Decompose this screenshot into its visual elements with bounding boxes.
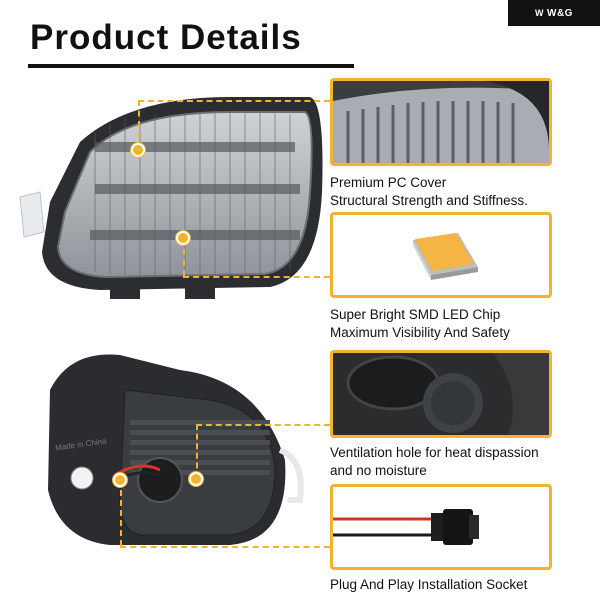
- guide-line-3-vertical: [196, 424, 198, 478]
- feature-3-title: Ventilation hole for heat dispassion: [330, 445, 539, 460]
- feature-1-title: Premium PC Cover: [330, 175, 447, 190]
- guide-line-2: [183, 276, 330, 278]
- guide-line-1: [138, 100, 330, 102]
- brand-name: W&G: [547, 7, 573, 19]
- title-underline: [28, 64, 354, 68]
- feature-caption-1: Premium PC Cover Structural Strength and…: [330, 174, 528, 210]
- feature-4-title: Plug And Play Installation Socket: [330, 577, 528, 592]
- smd-led-chip-icon: [413, 233, 478, 280]
- feature-panel-ventilation: [330, 350, 552, 438]
- guide-line-1-vertical: [138, 100, 140, 148]
- brand-logo-icon: W: [535, 8, 545, 18]
- feature-2-title: Super Bright SMD LED Chip: [330, 307, 501, 322]
- connector-cable-image: [333, 509, 479, 545]
- feature-2-subtitle: Maximum Visibility And Safety: [330, 325, 510, 340]
- mirror-light-lens-image: [19, 97, 323, 299]
- page-title: Product Details: [30, 18, 302, 57]
- brand-badge: W W&G: [508, 0, 600, 26]
- marker-dot-3: [189, 472, 203, 486]
- pc-cover-closeup-image: [333, 81, 549, 163]
- marker-dot-4: [113, 473, 127, 487]
- feature-3-subtitle: and no moisture: [330, 463, 427, 478]
- guide-line-4: [120, 546, 330, 548]
- marker-dot-1: [131, 143, 145, 157]
- feature-caption-2: Super Bright SMD LED Chip Maximum Visibi…: [330, 306, 510, 342]
- feature-panel-socket: [330, 484, 552, 570]
- marker-dot-2: [176, 231, 190, 245]
- feature-caption-4: Plug And Play Installation Socket: [330, 576, 527, 594]
- guide-line-3: [196, 424, 330, 426]
- ventilation-closeup-image: [333, 353, 549, 435]
- feature-caption-3: Ventilation hole for heat dispassion and…: [330, 444, 539, 480]
- feature-1-subtitle: Structural Strength and Stiffness.: [330, 193, 528, 208]
- feature-panel-pc-cover: [330, 78, 552, 166]
- guide-line-2-vertical: [183, 238, 185, 276]
- feature-panel-led-chip: [330, 212, 552, 298]
- guide-line-4-vertical: [120, 480, 122, 546]
